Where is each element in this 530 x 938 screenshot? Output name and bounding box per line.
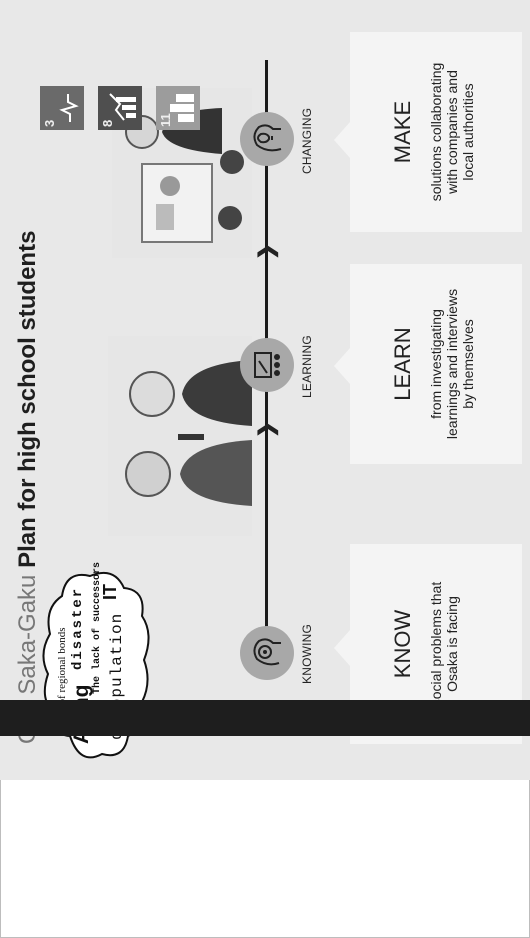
step-label-knowing: KNOWING [300, 623, 314, 684]
sdg-badge-3: 3 [40, 86, 84, 130]
teacher-board-icon [240, 338, 294, 392]
step-label-learning: LEARNING [300, 335, 314, 398]
sdg-badge-8: 8 [98, 86, 142, 130]
card-heading: LEARN [390, 327, 415, 401]
card-description: from investigating learnings and intervi… [428, 288, 476, 440]
card-notch [334, 122, 350, 158]
card-notch [334, 630, 350, 666]
problem-cloud: Loss of regional bonds Aging disaster Th… [40, 562, 150, 766]
meeting-illustration [112, 88, 252, 258]
city-icon [170, 94, 194, 122]
page-title: OH! Saka-Gaku Plan for high school stude… [14, 231, 42, 744]
chevron-right-icon: ❯ [256, 243, 278, 260]
card-make: MAKE solutions collaborating with compan… [350, 32, 522, 232]
title-main: Plan for high school students [14, 230, 41, 568]
cloud-word-successors: The lack of successors [92, 561, 103, 694]
slide-stage: OH! Saka-Gaku Plan for high school stude… [0, 0, 530, 780]
footer-bar [0, 700, 530, 736]
sdg-badge-11: 11 [156, 86, 200, 130]
card-notch [334, 348, 350, 384]
head-lightbulb-icon [240, 112, 294, 166]
growth-chart-icon [109, 93, 136, 121]
cloud-word-it: IT [100, 584, 120, 600]
card-learn: LEARN from investigating learnings and i… [350, 264, 522, 464]
brain-gear-icon [240, 626, 294, 680]
step-label-changing: CHANGING [300, 107, 314, 174]
cloud-word-disaster: disaster [70, 586, 86, 670]
interview-illustration [108, 336, 252, 536]
card-heading: MAKE [390, 100, 415, 164]
heartbeat-icon [59, 94, 79, 122]
chevron-right-icon: ❯ [256, 421, 278, 438]
card-description: solutions collaborating with companies a… [428, 62, 476, 202]
